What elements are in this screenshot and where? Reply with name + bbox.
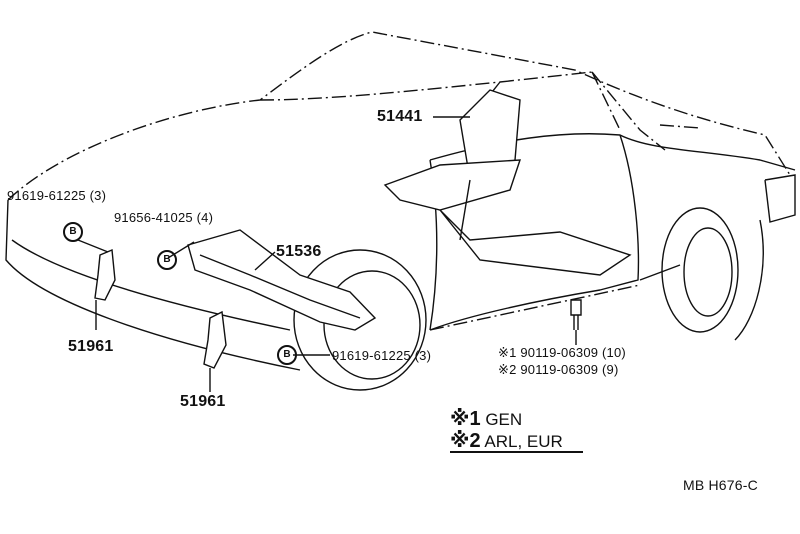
- note-1-mark: ※1: [450, 408, 481, 430]
- label-51961-bottom: 51961: [180, 393, 226, 410]
- rear-wheel: [661, 207, 739, 333]
- rear-right: [734, 174, 796, 341]
- label-91619-bottom: 91619-61225 (3): [332, 348, 432, 363]
- part-51536-drawing: [187, 229, 377, 331]
- note-2: ※2 ARL, EUR: [450, 428, 563, 453]
- front-wheel-inner: [323, 270, 421, 380]
- front-wheel: [293, 249, 427, 391]
- label-91656: 91656-41025 (4): [114, 210, 214, 225]
- front-bumper: [5, 199, 301, 371]
- bolt-badge-b-icon: B: [63, 222, 83, 242]
- note-1-text: GEN: [485, 410, 523, 429]
- label-90119-1: ※1 90119-06309 (10): [498, 345, 626, 360]
- note-2-text: ARL, EUR: [484, 432, 563, 451]
- bracket-51961-bottom: [203, 310, 227, 369]
- bolt-badge-b-icon: B: [277, 345, 297, 365]
- underbody-line: [429, 284, 641, 331]
- part-51441-drawing: [383, 89, 632, 276]
- label-91619-top: 91619-61225 (3): [7, 188, 107, 203]
- bracket-51961-left: [94, 248, 116, 301]
- side-panel: [429, 133, 796, 331]
- diagram-code: MB H676-C: [683, 477, 758, 493]
- label-51536: 51536: [276, 243, 322, 260]
- label-51441: 51441: [377, 108, 423, 125]
- note-2-mark: ※2: [450, 430, 481, 452]
- rear-wheel-inner: [683, 227, 733, 317]
- label-51961-left: 51961: [68, 338, 114, 355]
- label-90119-2: ※2 90119-06309 (9): [498, 362, 619, 377]
- leader-91619-top: [77, 239, 109, 253]
- bolt-badge-b-icon: B: [157, 250, 177, 270]
- leader-51536: [254, 251, 276, 271]
- bolt-90119-drawing: [570, 299, 582, 330]
- note-1: ※1 GEN: [450, 406, 522, 431]
